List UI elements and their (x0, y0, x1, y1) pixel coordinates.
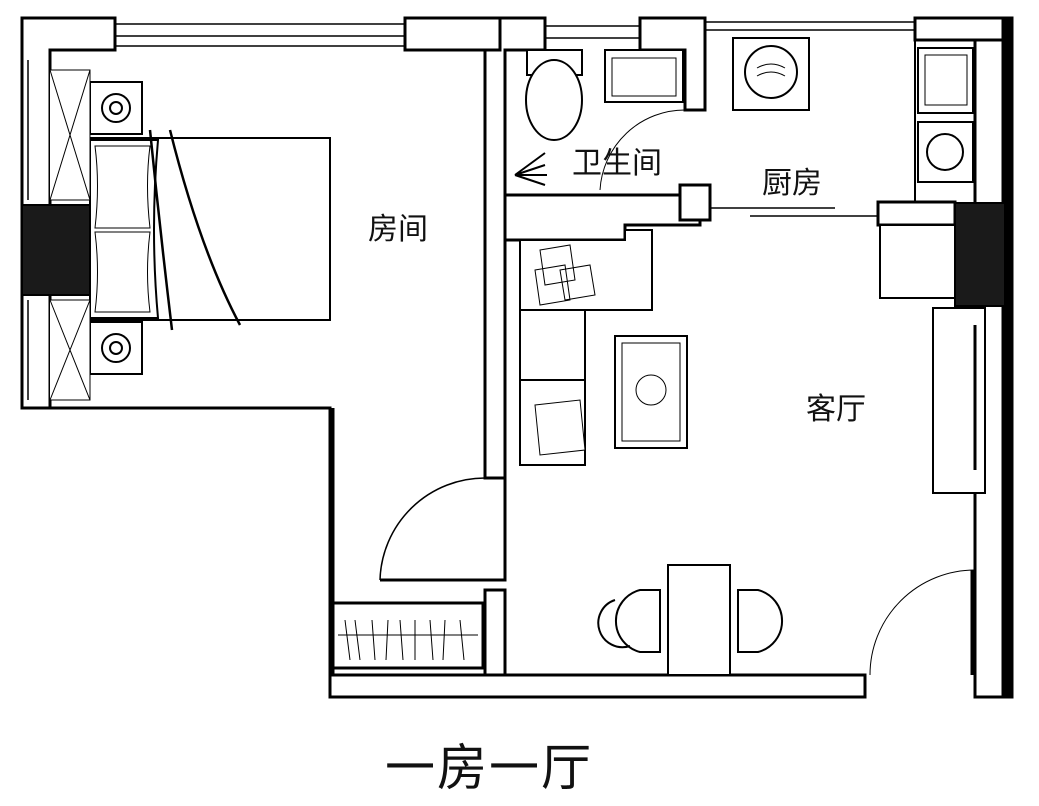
column-right (954, 202, 1006, 307)
doors (379, 109, 976, 676)
column-left (21, 204, 91, 296)
walls (20, 16, 1014, 699)
kitchen-fixtures (732, 37, 974, 202)
living-furniture (519, 224, 986, 676)
wardrobe (331, 601, 485, 670)
room-label-bathroom: 卫生间 (572, 146, 662, 181)
room-label-kitchen: 厨房 (762, 166, 822, 201)
plan-title: 一房一厅 (385, 739, 593, 797)
room-label-bedroom: 房间 (368, 212, 428, 247)
room-label-living-room: 客厅 (806, 392, 866, 427)
bathroom-fixtures (514, 49, 684, 186)
windows (27, 21, 915, 400)
bed (49, 69, 331, 401)
